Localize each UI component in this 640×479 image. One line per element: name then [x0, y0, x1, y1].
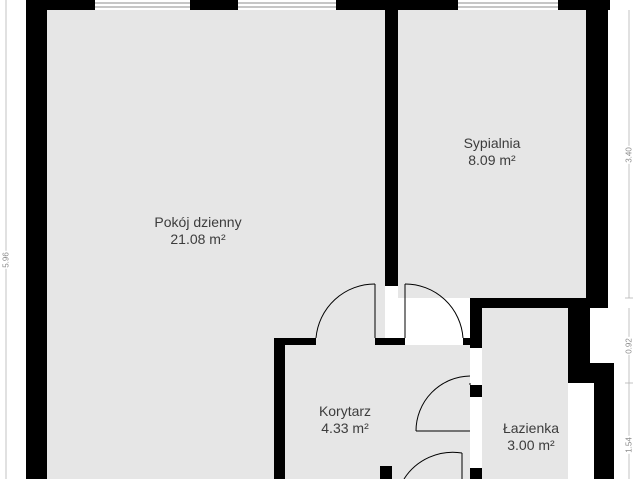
living-room-label: Pokój dzienny 21.08 m² [154, 214, 241, 248]
bathroom-left-wall [470, 298, 482, 348]
windows [95, 0, 558, 10]
bathroom-name: Łazienka [502, 420, 560, 436]
door-bedroom [404, 283, 464, 339]
dimension-left-total: 5.96 [1, 251, 11, 269]
right-lower-wall [594, 363, 614, 479]
floors [47, 10, 608, 479]
bathroom-left-wall-mid [470, 385, 482, 397]
doors [315, 283, 471, 479]
corridor-floor [285, 345, 470, 479]
corridor-area: 4.33 m² [321, 420, 369, 436]
corridor-left-wall [274, 338, 285, 479]
bathroom-label: Łazienka 3.00 m² [503, 420, 559, 454]
corridor-door-jamb [380, 466, 392, 479]
door-living-room [315, 283, 376, 339]
dimension-right-niche: 0.92 [624, 337, 634, 355]
window-bedroom [458, 0, 558, 10]
bathroom-area: 3.00 m² [507, 437, 555, 453]
left-outer-wall [26, 0, 47, 479]
bathroom-floor [482, 308, 568, 479]
window-living-left [95, 0, 190, 10]
window-living-right [238, 0, 336, 10]
bedroom-bottom-wall-right [470, 298, 608, 308]
corridor-top-wall-right [463, 338, 473, 345]
corridor-name: Korytarz [318, 403, 372, 419]
door-bathroom [415, 375, 471, 432]
corridor-label: Korytarz 4.33 m² [319, 403, 371, 437]
corridor-top-wall-mid [375, 338, 405, 345]
bedroom-label: Sypialnia 8.09 m² [464, 135, 521, 169]
niche-floor [590, 308, 608, 363]
bedroom-area: 8.09 m² [468, 152, 516, 168]
dimension-right-bathroom: 1.54 [624, 436, 634, 454]
living-room-area: 21.08 m² [170, 231, 226, 247]
bedroom-floor [398, 10, 586, 298]
dimension-right-bedroom: 3.40 [624, 146, 634, 164]
corridor-top-wall-left [274, 338, 316, 345]
right-outer-wall [586, 0, 608, 308]
bedroom-partition [385, 10, 398, 286]
bathroom-left-wall-lower [470, 468, 482, 479]
bedroom-name: Sypialnia [463, 135, 521, 151]
living-room-name: Pokój dzienny [154, 214, 242, 230]
door-corridor-lower [403, 451, 463, 479]
